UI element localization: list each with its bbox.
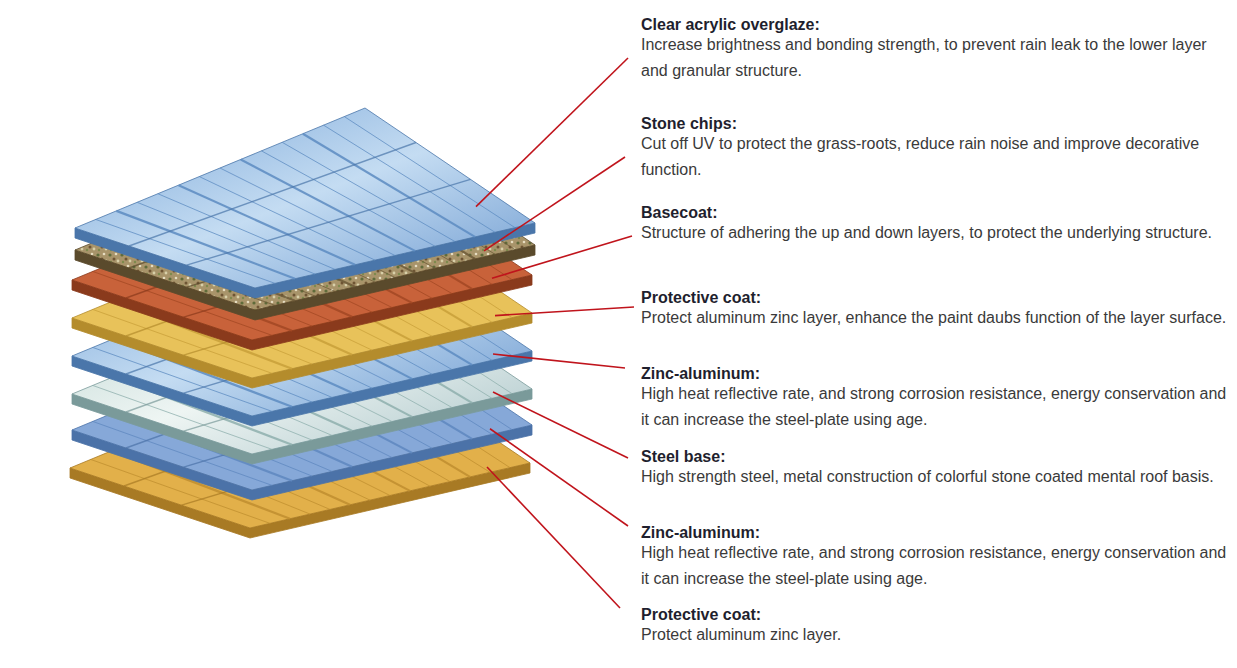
layer-description: Structure of adhering the up and down la… [641,220,1231,246]
corrugation-rib [241,159,415,250]
layer-name: Stone chips: [641,114,737,134]
layer-name: Basecoat: [641,203,717,223]
leader-line [490,429,628,526]
layer-name: Zinc-aluminum: [641,364,760,384]
leader-line [495,307,634,316]
sheet-surface [75,108,535,288]
leader-line [493,354,625,368]
layer-description: Protect aluminum zinc layer, enhance the… [641,305,1231,331]
leader-line [476,58,628,207]
roof-sheet-layer [75,108,535,298]
leader-line [493,392,628,458]
layer-name: Protective coat: [641,288,761,308]
layer-name: Clear acrylic overglaze: [641,15,820,35]
layer-description: Protect aluminum zinc layer. [641,622,1231,648]
layer-name: Steel base: [641,447,725,467]
corrugation-rib [96,219,275,283]
layer-description: High heat reflective rate, and strong co… [641,381,1231,433]
layer-description: Increase brightness and bonding strength… [641,32,1231,84]
leader-line [484,157,625,251]
layer-description: High strength steel, metal construction … [641,464,1231,490]
corrugation-rib [179,185,355,265]
corrugation-rib [116,211,295,279]
layer-name: Zinc-aluminum: [641,523,760,543]
leader-line [487,467,620,608]
layer-name: Protective coat: [641,605,761,625]
layer-description: High heat reflective rate, and strong co… [641,540,1231,592]
tile-step [129,143,416,247]
leader-line [492,236,632,278]
layer-description: Cut off UV to protect the grass-roots, r… [641,131,1231,183]
corrugation-rib [158,194,335,270]
corrugation-rib [344,117,515,228]
corrugation-rib [137,202,315,274]
tile-step [187,179,471,265]
